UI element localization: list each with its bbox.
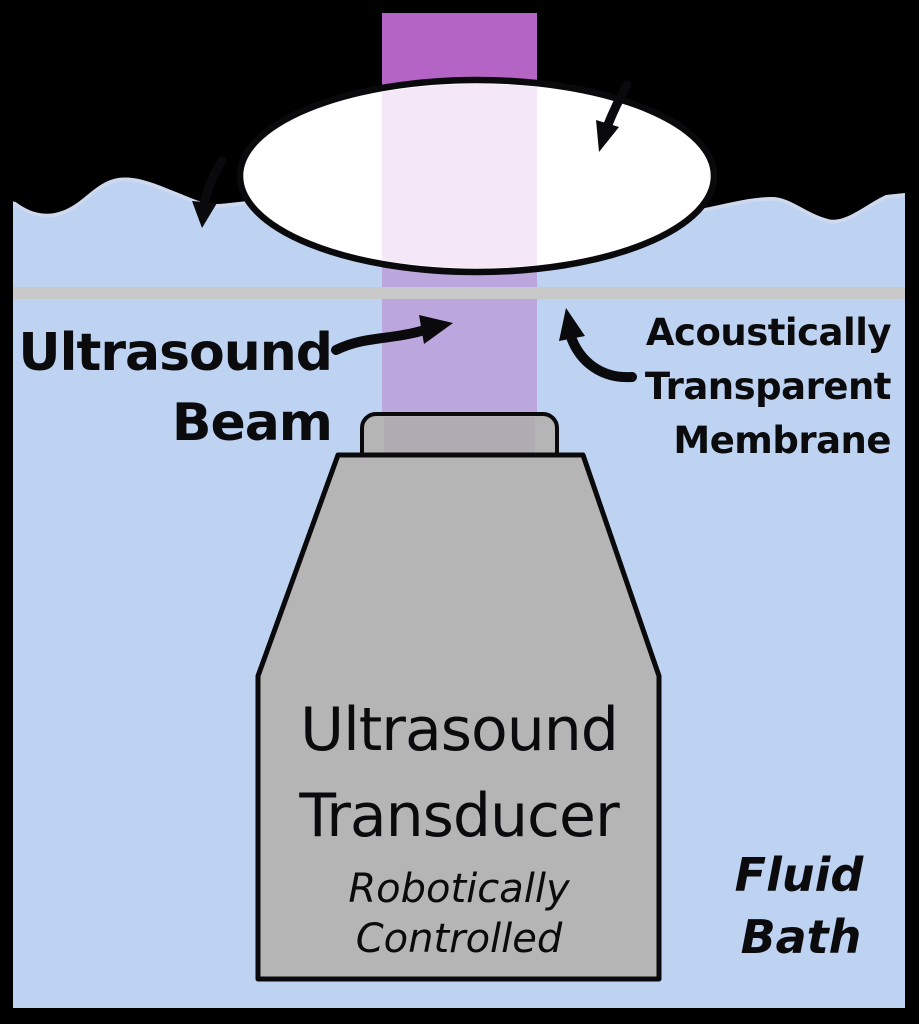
label-membrane-line2: Transparent bbox=[645, 365, 891, 408]
label-transducer-line2: Transducer bbox=[298, 781, 620, 851]
label-transducer-line1: Ultrasound bbox=[300, 695, 618, 765]
label-fluid-bath-line2: Bath bbox=[741, 910, 862, 964]
transducer-body bbox=[255, 452, 662, 982]
beam-source-block bbox=[382, 13, 537, 88]
label-ultrasound-beam-line2: Beam bbox=[172, 393, 332, 453]
beam-tint-on-neck bbox=[384, 417, 535, 453]
label-ultrasound-beam-line1: Ultrasound bbox=[18, 323, 332, 383]
surface-arrow bbox=[192, 156, 227, 228]
label-transducer-sub2: Controlled bbox=[356, 916, 563, 962]
beam-through-disc bbox=[382, 84, 537, 268]
beam-arrow bbox=[331, 315, 453, 355]
label-fluid-bath-line1: Fluid bbox=[735, 848, 865, 902]
label-membrane-line1: Acoustically bbox=[646, 311, 891, 354]
label-membrane-line3: Membrane bbox=[673, 419, 891, 462]
label-transducer-sub1: Robotically bbox=[348, 866, 571, 912]
membrane-arrow bbox=[559, 308, 637, 383]
disc-arrow bbox=[596, 80, 632, 152]
membrane-line bbox=[13, 287, 905, 299]
